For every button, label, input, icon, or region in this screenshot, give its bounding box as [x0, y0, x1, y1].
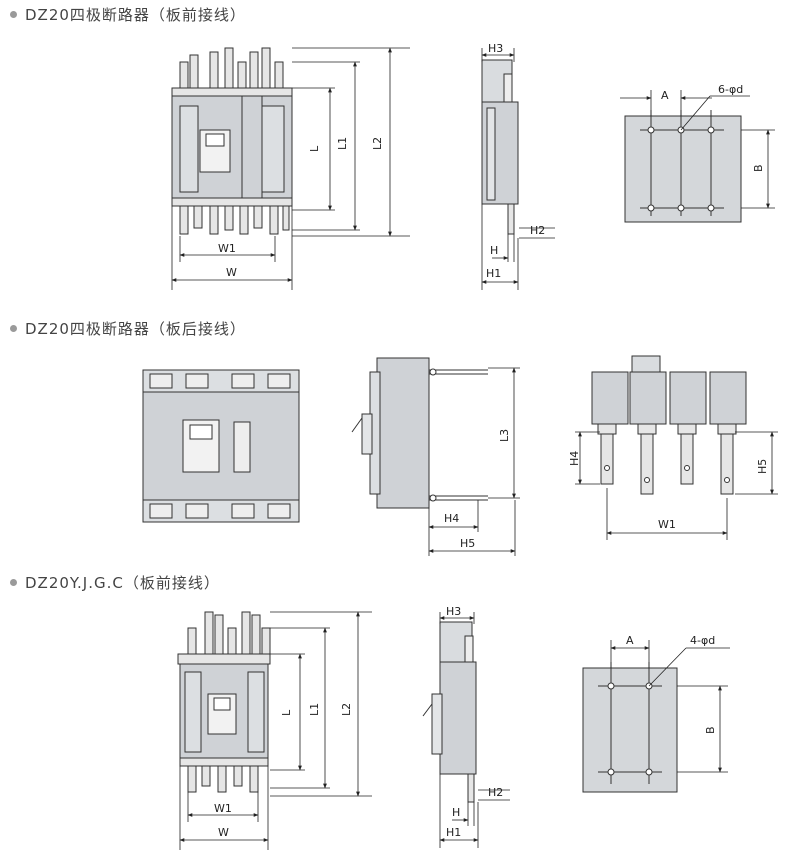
dim-H5-side-2: H5: [460, 537, 475, 550]
dim-L1-1: L1: [336, 137, 349, 150]
top-terminals: [171, 47, 293, 97]
front-view-3: [177, 611, 271, 793]
dim-H-1: H: [490, 244, 498, 257]
dim-A-3: A: [626, 634, 634, 647]
dim-H4-2: H4: [568, 451, 581, 466]
holes-label-1: 6-φd: [718, 83, 743, 96]
section-title-text: DZ20四极断路器（板前接线）: [25, 6, 246, 24]
dim-H3-1: H3: [488, 42, 503, 55]
dimensions-terminal-2: [575, 431, 778, 540]
dimensions-side-2: [428, 367, 520, 556]
dim-H-3: H: [452, 806, 460, 819]
bullet-icon: [10, 579, 17, 586]
dim-H1-1: H1: [486, 267, 501, 280]
section-title-1: DZ20四极断路器（板前接线）: [10, 4, 246, 25]
section-title-2: DZ20四极断路器（板后接线）: [10, 318, 246, 339]
section-title-text: DZ20Y.J.G.C（板前接线）: [25, 574, 220, 592]
dim-H2-1: H2: [530, 224, 545, 237]
bullet-icon: [10, 11, 17, 18]
dim-H2-3: H2: [488, 786, 503, 799]
dimensions-side-1: [481, 48, 555, 290]
dimensions-front-1: [171, 47, 410, 290]
side-view-2: [351, 357, 488, 509]
dim-W-1: W: [226, 266, 237, 279]
side-view-1: [481, 59, 519, 235]
side-view-3: [422, 621, 477, 803]
mounting-plate-3: [582, 662, 678, 793]
section-title-3: DZ20Y.J.G.C（板前接线）: [10, 572, 220, 593]
dim-H5-2: H5: [756, 459, 769, 474]
dim-B-1: B: [752, 164, 765, 172]
dim-H1-3: H1: [446, 826, 461, 839]
dimensions-front-3: [179, 611, 372, 850]
dim-W1-1: W1: [218, 242, 236, 255]
dim-H4-side-2: H4: [444, 512, 459, 525]
dim-H3-3: H3: [446, 605, 461, 618]
dim-L-1: L: [308, 145, 321, 152]
dimensions-side-3: [439, 612, 510, 848]
front-view-2: [142, 369, 300, 523]
bullet-icon: [10, 325, 17, 332]
holes-label-3: 4-φd: [690, 634, 715, 647]
dim-L1-3: L1: [308, 703, 321, 716]
terminal-view-2: [591, 355, 747, 495]
dimensions-plate-1: [620, 90, 775, 209]
dim-W-3: W: [218, 826, 229, 839]
dim-W1-2: W1: [658, 518, 676, 531]
dim-L2-1: L2: [371, 137, 384, 150]
dimensions-plate-3: [610, 640, 730, 773]
mounting-plate-1: [624, 110, 742, 223]
dim-L2-3: L2: [340, 703, 353, 716]
section-title-text: DZ20四极断路器（板后接线）: [25, 320, 246, 338]
dim-L-3: L: [280, 709, 293, 716]
dim-B-3: B: [704, 726, 717, 734]
dim-L3-2: L3: [498, 429, 511, 442]
front-view-1: [171, 47, 293, 235]
dim-A-1: A: [661, 89, 669, 102]
bottom-terminals: [171, 197, 293, 235]
dim-W1-3: W1: [214, 802, 232, 815]
